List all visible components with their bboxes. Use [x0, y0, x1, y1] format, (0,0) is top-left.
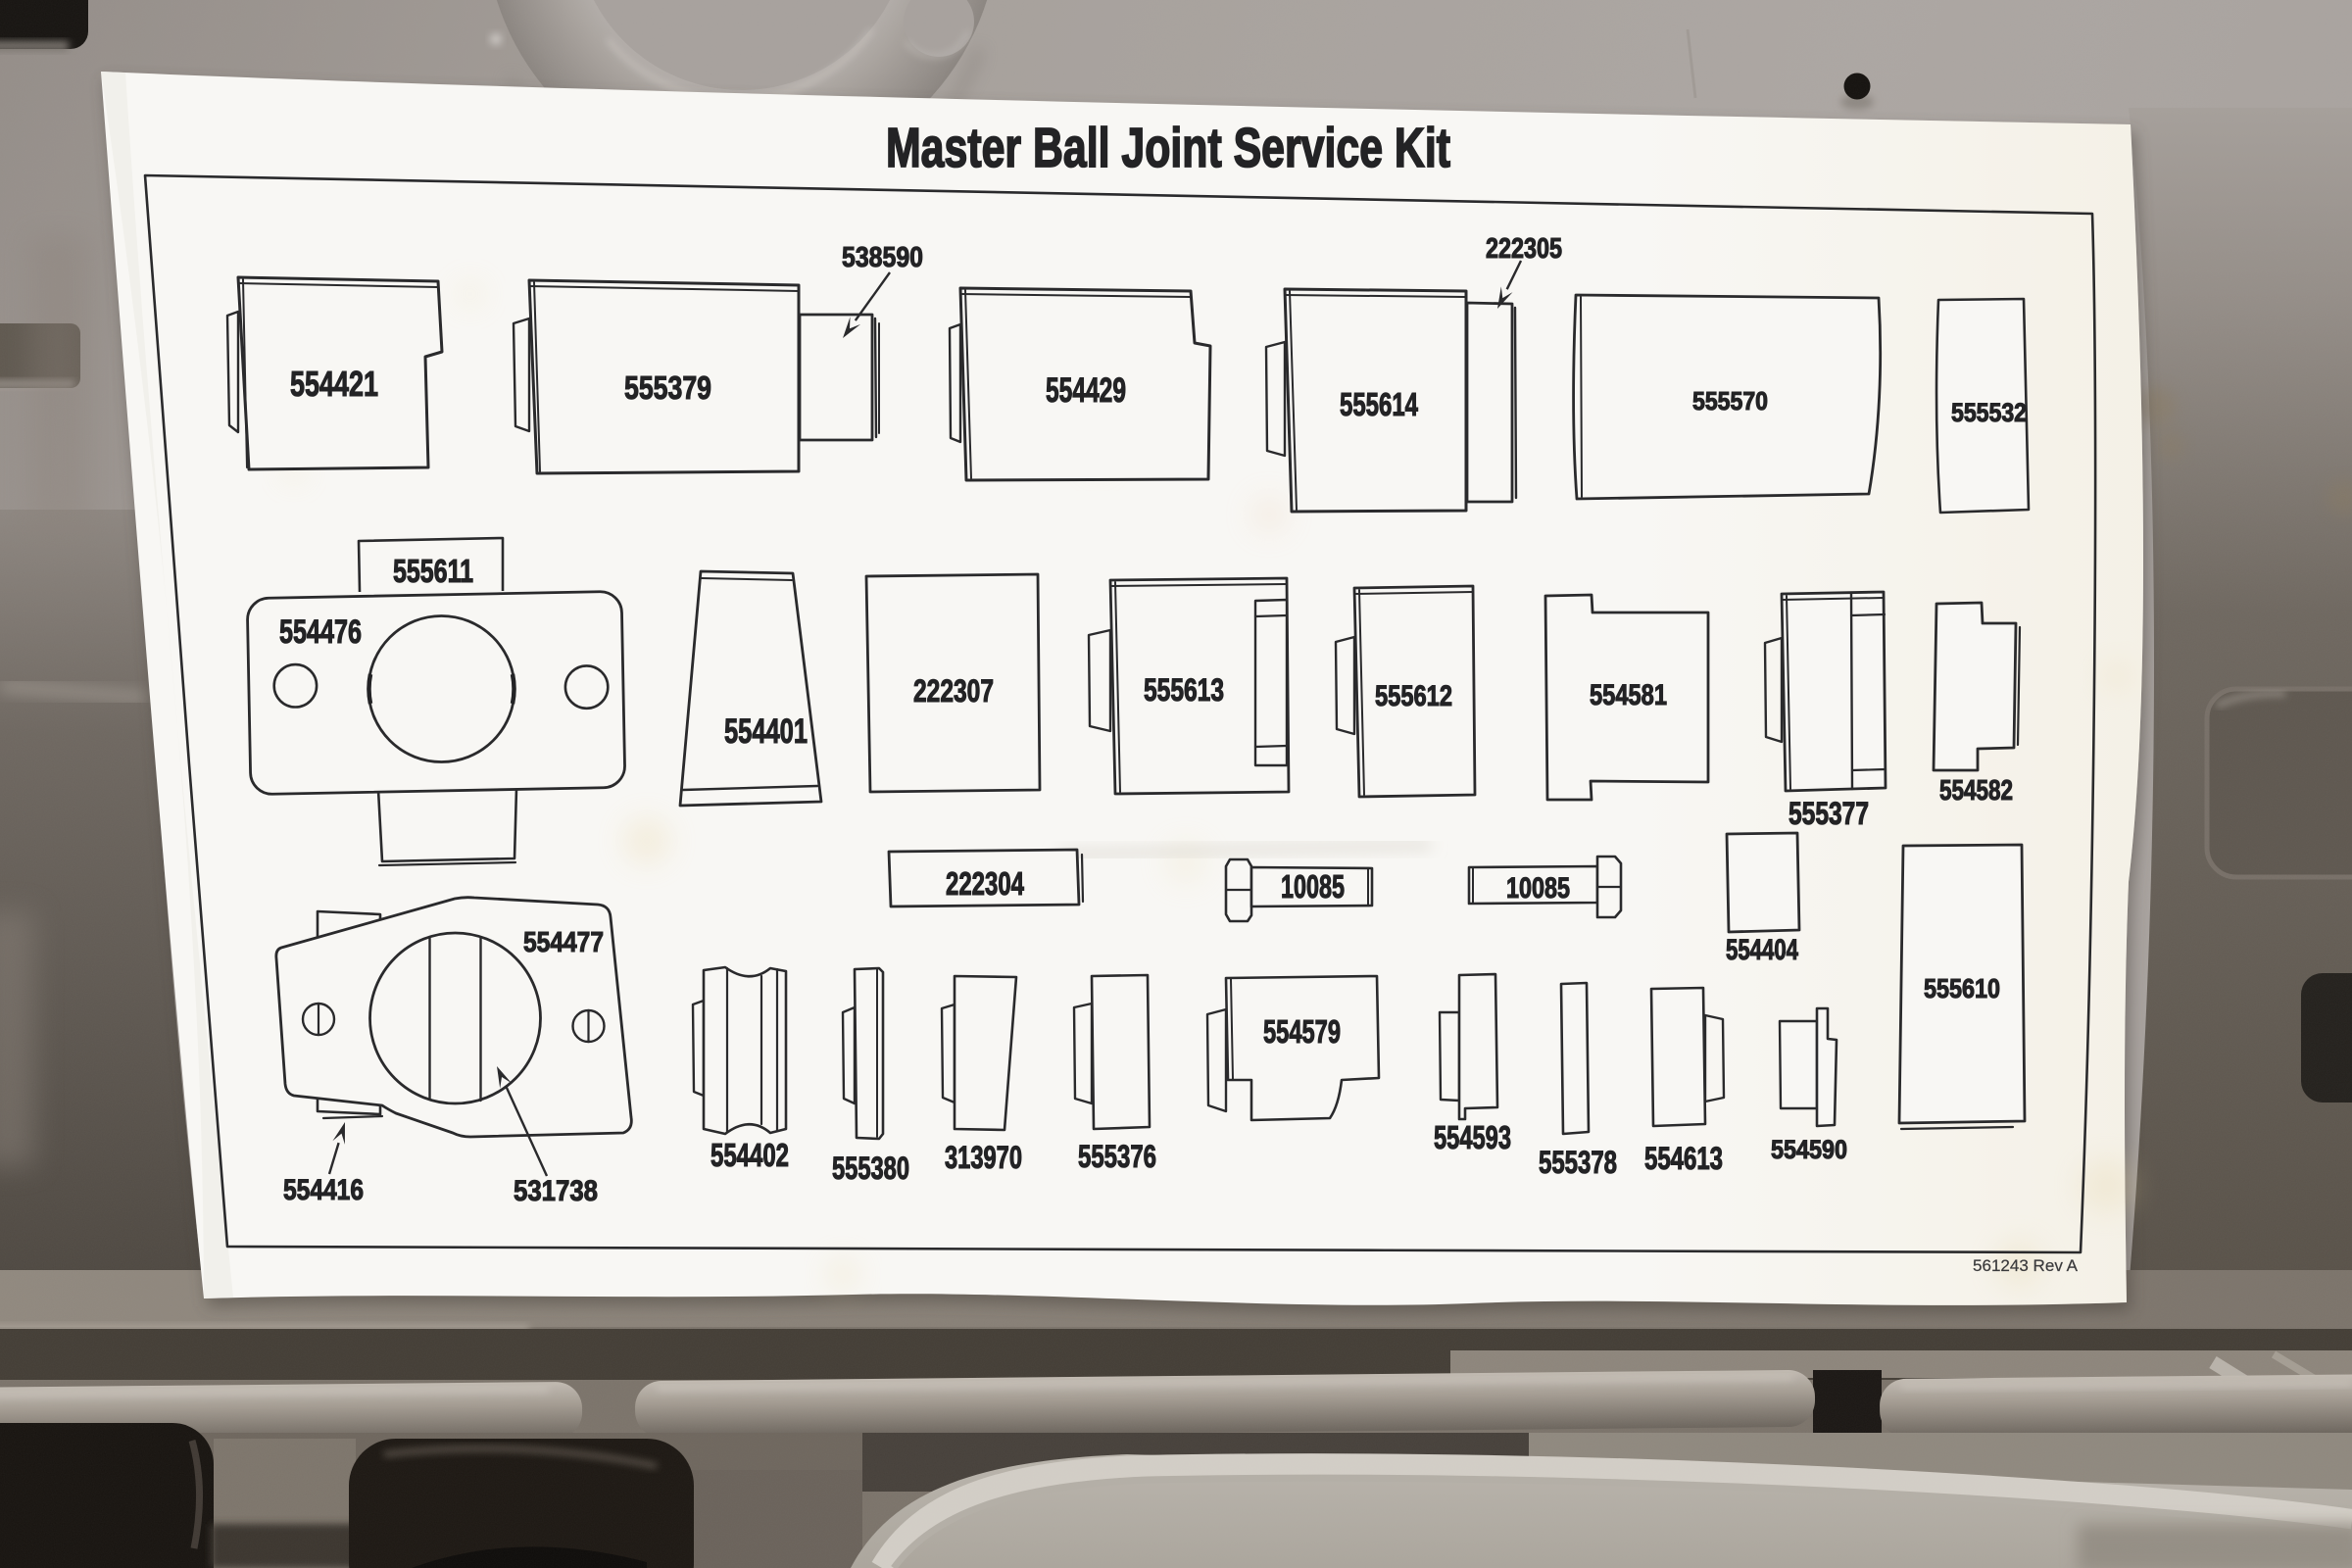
svg-text:555378: 555378 — [1539, 1145, 1617, 1180]
svg-text:555612: 555612 — [1375, 680, 1452, 712]
svg-text:Master Ball Joint Service Kit: Master Ball Joint Service Kit — [886, 117, 1450, 179]
svg-text:555570: 555570 — [1692, 386, 1768, 416]
svg-text:555376: 555376 — [1078, 1139, 1156, 1174]
svg-text:554590: 554590 — [1771, 1135, 1847, 1164]
svg-text:554416: 554416 — [283, 1174, 364, 1206]
svg-text:555379: 555379 — [624, 369, 711, 406]
svg-text:554476: 554476 — [279, 613, 362, 651]
svg-text:554613: 554613 — [1644, 1141, 1723, 1176]
svg-text:313970: 313970 — [945, 1140, 1022, 1175]
svg-text:555380: 555380 — [832, 1151, 909, 1186]
svg-text:554477: 554477 — [523, 927, 604, 958]
svg-text:222304: 222304 — [946, 865, 1024, 902]
svg-text:555613: 555613 — [1144, 672, 1224, 708]
svg-text:554579: 554579 — [1263, 1013, 1341, 1050]
svg-text:555532: 555532 — [1951, 398, 2027, 427]
svg-text:554421: 554421 — [290, 364, 378, 404]
svg-text:222307: 222307 — [913, 673, 994, 709]
svg-text:531738: 531738 — [514, 1175, 598, 1207]
svg-text:561243 Rev A: 561243 Rev A — [1973, 1256, 2079, 1275]
svg-text:554402: 554402 — [710, 1137, 789, 1173]
svg-text:10085: 10085 — [1281, 868, 1345, 905]
svg-text:554582: 554582 — [1939, 775, 2013, 807]
svg-text:538590: 538590 — [842, 242, 923, 273]
svg-text:555377: 555377 — [1788, 796, 1869, 831]
svg-text:222305: 222305 — [1486, 233, 1562, 265]
svg-text:554404: 554404 — [1726, 934, 1798, 966]
svg-text:555611: 555611 — [393, 553, 473, 589]
svg-text:555610: 555610 — [1924, 973, 2000, 1004]
svg-text:555614: 555614 — [1340, 386, 1418, 422]
svg-text:554401: 554401 — [724, 712, 808, 751]
svg-text:554429: 554429 — [1046, 371, 1126, 410]
svg-text:554593: 554593 — [1434, 1119, 1511, 1155]
svg-text:10085: 10085 — [1506, 872, 1570, 905]
svg-text:554581: 554581 — [1590, 679, 1667, 711]
